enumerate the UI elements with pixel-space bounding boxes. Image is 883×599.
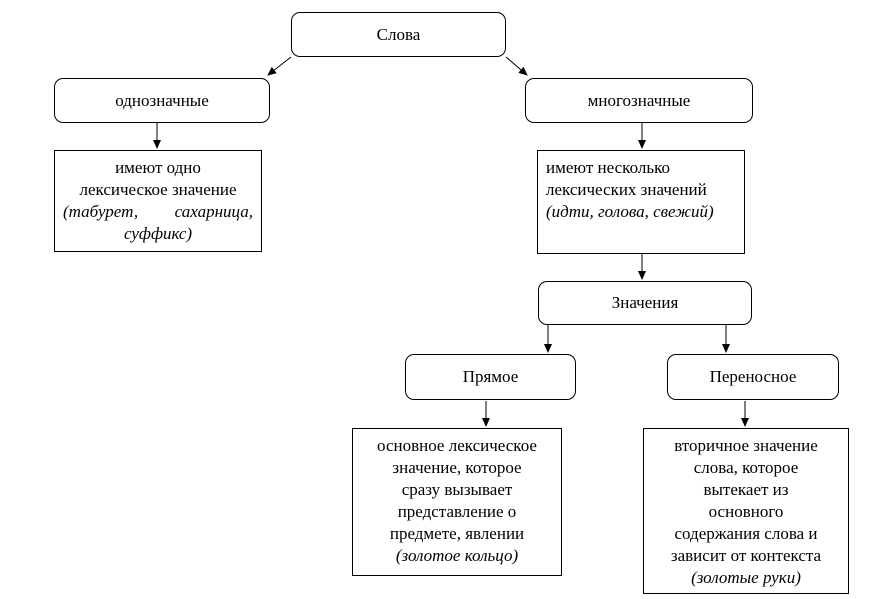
direct-description-line: представление о xyxy=(397,502,517,521)
direct-description-line: предмете, явлении xyxy=(389,524,525,543)
box-single-description: имеют одно лексическое значение (табурет… xyxy=(54,150,262,252)
figurative-description-line: основного xyxy=(708,502,784,521)
figurative-description-line: вторичное значение xyxy=(674,436,818,455)
direct-description-line: сразу вызывает xyxy=(401,480,513,499)
node-single-meaning: однозначные xyxy=(54,78,270,123)
node-meanings: Значения xyxy=(538,281,752,325)
direct-description-line: значение, которое xyxy=(392,458,522,477)
node-figurative-meaning: Переносное xyxy=(667,354,839,400)
node-direct-meaning: Прямое xyxy=(405,354,576,400)
box-multi-description: имеют несколько лексических значений (ид… xyxy=(537,150,745,254)
box-figurative-description: вторичное значение слова, которое вытека… xyxy=(643,428,849,594)
direct-description-example: (золотое кольцо) xyxy=(395,546,519,565)
figurative-description-line: содержания слова и xyxy=(674,524,818,543)
multi-description-line: имеют несколько xyxy=(546,158,670,177)
single-description-line: имеют одно xyxy=(115,158,201,177)
direct-description-line: основное лексическое xyxy=(377,436,537,455)
arrow-root-to-single xyxy=(267,56,292,76)
node-root-words: Слова xyxy=(291,12,506,57)
box-direct-description: основное лексическое значение, которое с… xyxy=(352,428,562,576)
single-description-example: (табурет, сахарница, xyxy=(63,202,253,221)
arrow-root-to-multi xyxy=(505,56,528,76)
node-multi-meaning: многозначные xyxy=(525,78,753,123)
figurative-description-example: (золотые руки) xyxy=(691,568,801,587)
figurative-description-line: зависит от контекста xyxy=(670,546,822,565)
figurative-description-line: вытекает из xyxy=(703,480,789,499)
multi-description-example: (идти, голова, свежий) xyxy=(546,202,714,221)
figurative-description-line: слова, которое xyxy=(693,458,799,477)
single-description-example: суффикс) xyxy=(123,224,193,243)
multi-description-line: лексических значений xyxy=(546,180,707,199)
single-description-line: лексическое значение xyxy=(79,180,237,199)
